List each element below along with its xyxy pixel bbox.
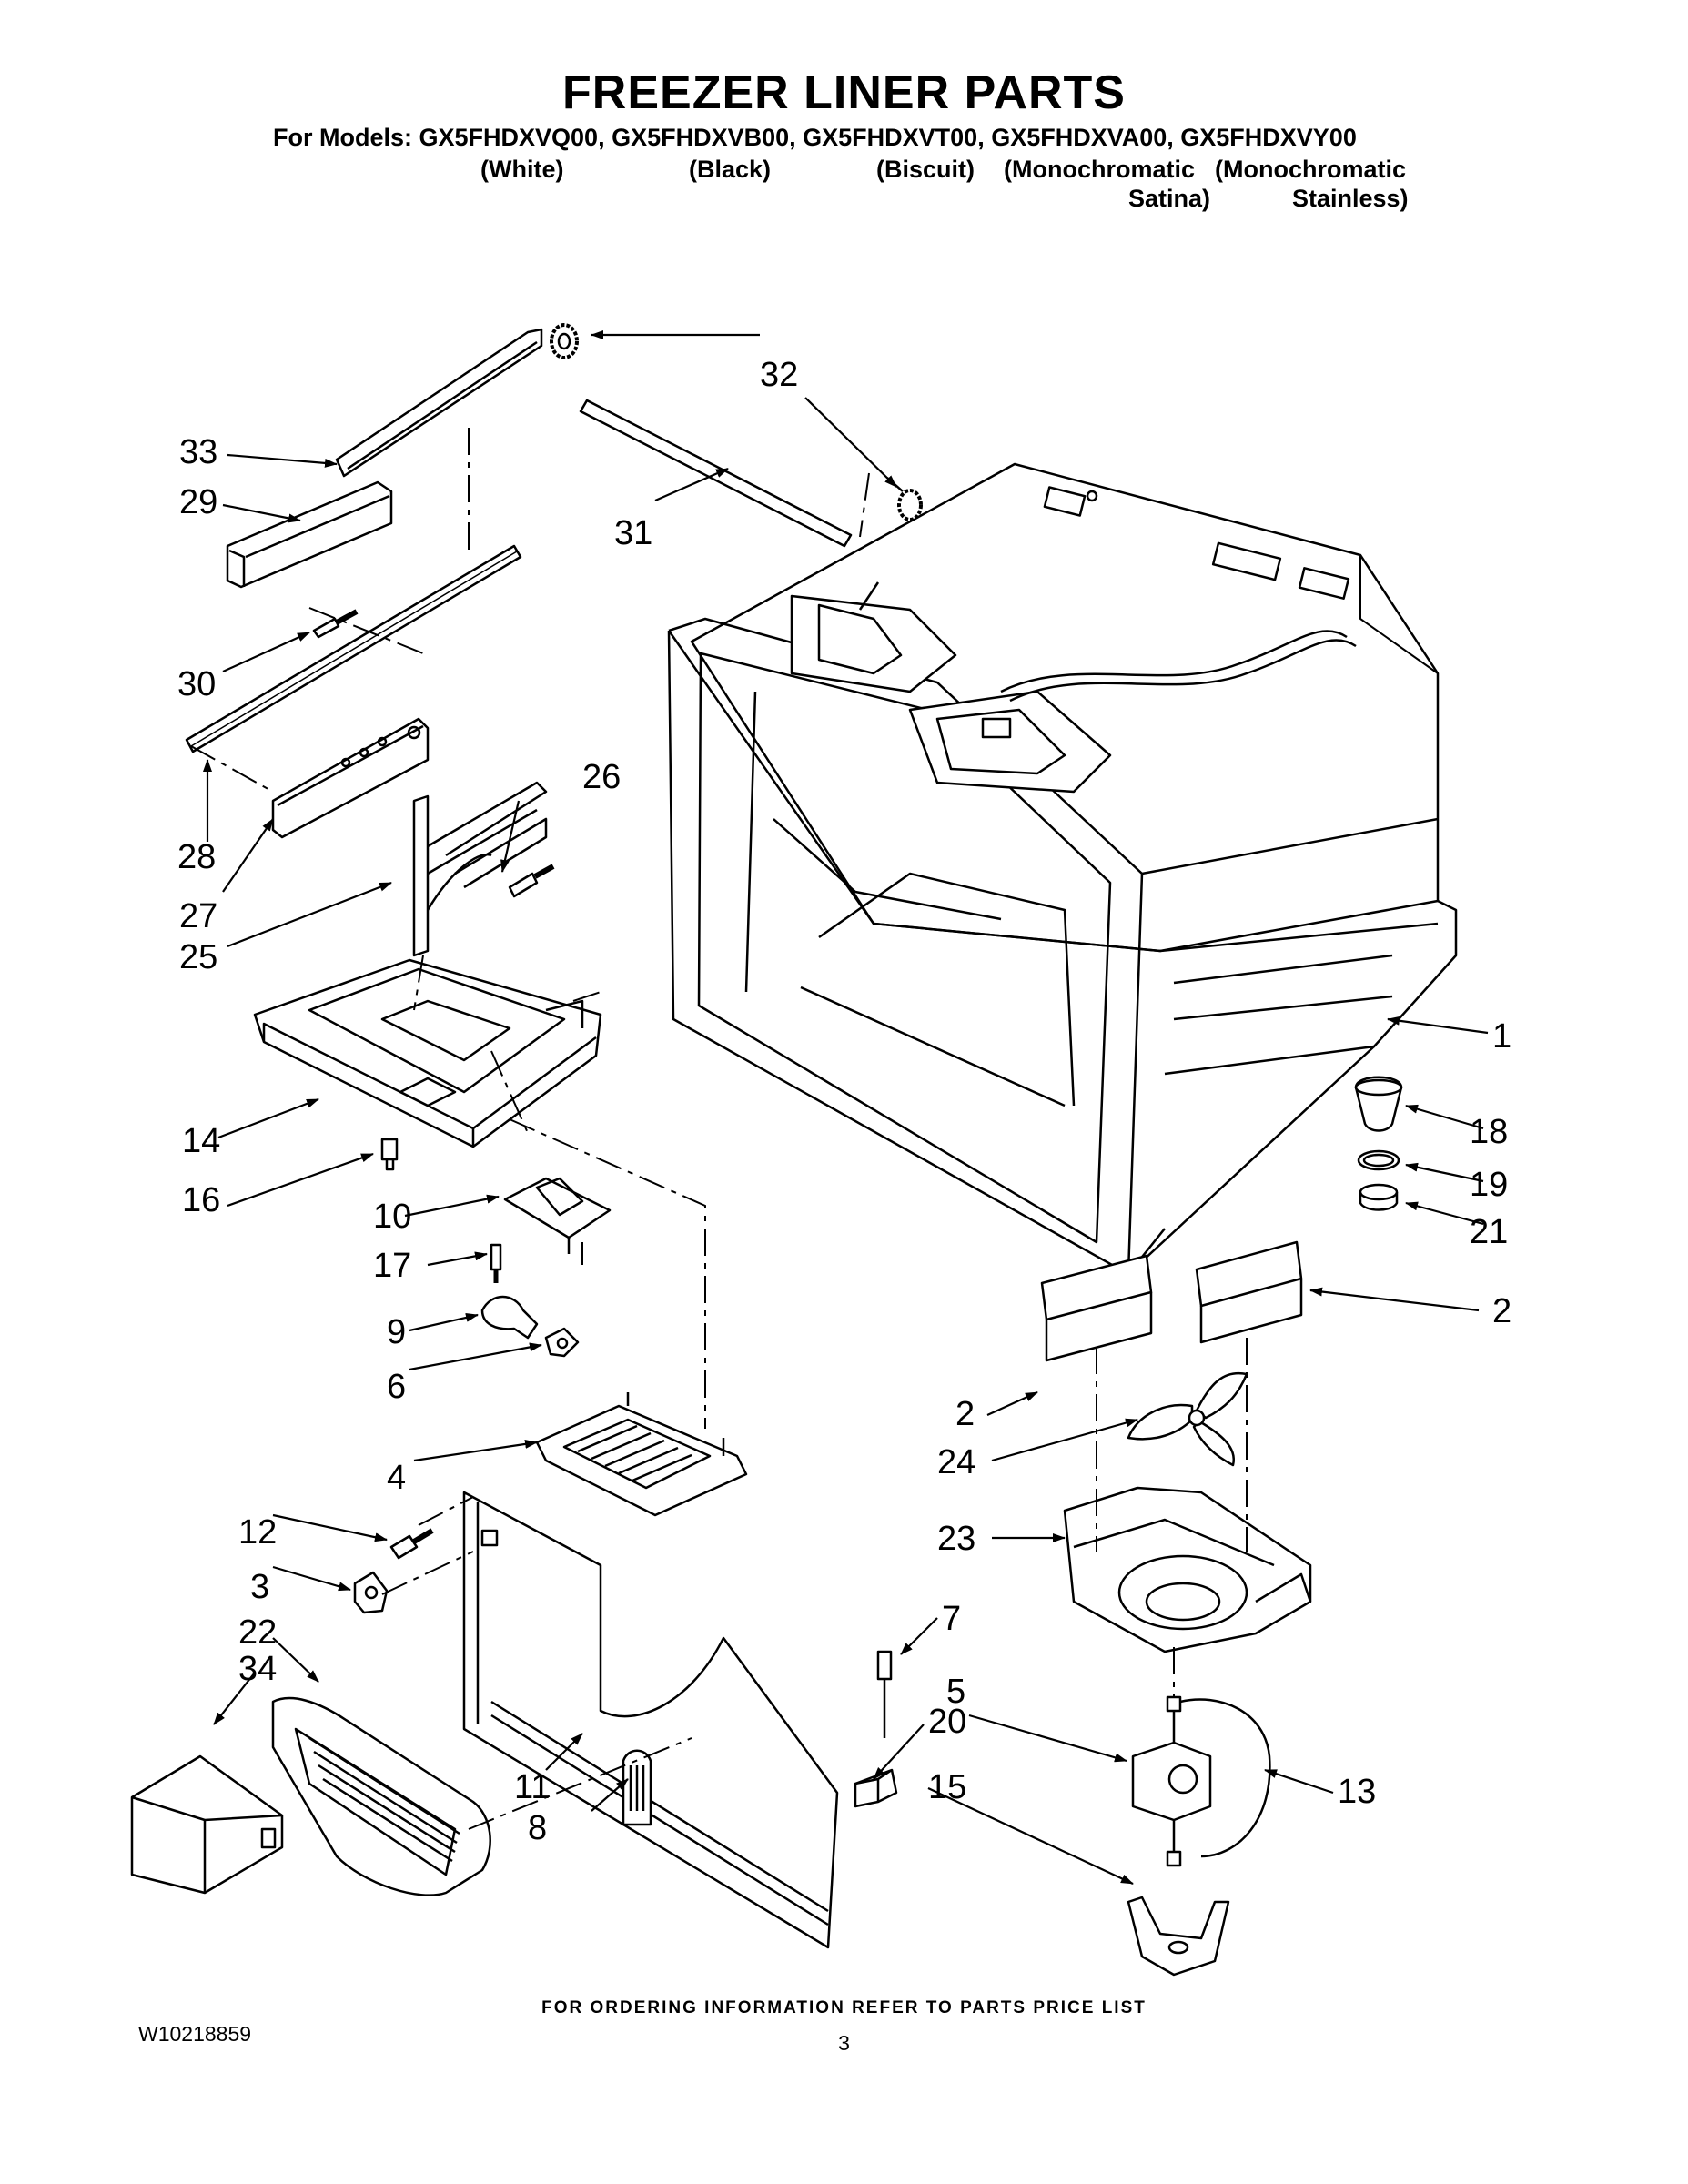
drain-trough: [1354, 1076, 1403, 1132]
alignment-lines: [190, 428, 1248, 1830]
motor-mount-bracket: [1127, 1896, 1230, 1977]
foam-block-right: [1195, 1240, 1303, 1344]
fan-blade: [1127, 1371, 1248, 1467]
page-number: 3: [838, 2031, 850, 2055]
callout-3: 3: [250, 1568, 270, 1606]
leader-lines: [203, 330, 1489, 1885]
air-return-grille: [271, 1696, 491, 1896]
fan-motor: [1131, 1695, 1212, 1867]
evaporator-cover-panel: [462, 1491, 839, 1949]
foam-strip-20: [854, 1768, 898, 1808]
callout-19: 19: [1470, 1166, 1509, 1204]
variant-mono-stainless-2: Stainless): [1292, 185, 1409, 212]
callout-29: 29: [179, 483, 218, 521]
damper-8: [622, 1749, 652, 1826]
screw-17: [490, 1243, 502, 1283]
slide-rail-bracket: [271, 717, 430, 839]
slide-rail: [185, 544, 522, 753]
callout-22: 22: [238, 1613, 278, 1652]
callout-12: 12: [238, 1513, 278, 1552]
callout-30: 30: [177, 665, 217, 703]
callout-28: 28: [177, 838, 217, 876]
callout-27: 27: [179, 897, 218, 935]
wire-harness: [1179, 1698, 1271, 1858]
callout-32: 32: [760, 356, 799, 394]
variant-mono-satina-2: Satina): [1128, 185, 1211, 212]
air-duct-cover: [130, 1754, 284, 1895]
callout-11: 11: [514, 1768, 551, 1806]
fan-shroud: [1063, 1486, 1312, 1653]
screw-12: [389, 1528, 434, 1560]
callout-7: 7: [942, 1600, 962, 1638]
callout-33: 33: [179, 433, 218, 471]
callout-18: 18: [1470, 1113, 1509, 1151]
ordering-note: FOR ORDERING INFORMATION REFER TO PARTS …: [541, 1998, 1147, 2017]
drain-grommet: [1359, 1183, 1399, 1211]
variant-biscuit: (Biscuit): [876, 156, 975, 183]
thermistor: [876, 1650, 893, 1738]
callout-5: 5: [946, 1673, 966, 1711]
callout-31: 31: [614, 514, 653, 552]
callout-8: 8: [528, 1809, 548, 1847]
page-title: FREEZER LINER PARTS: [562, 66, 1126, 119]
callout-10: 10: [373, 1198, 412, 1236]
light-shield-grille: [535, 1392, 748, 1517]
callout-20: 20: [928, 1703, 967, 1741]
callout-26: 26: [582, 758, 622, 796]
light-housing: [503, 1177, 612, 1254]
hinge-bracket-3: [353, 1571, 389, 1614]
slide-rail-cover-front: [226, 480, 393, 589]
auger-motor-tray: [253, 958, 602, 1148]
switch-16: [380, 1138, 399, 1171]
slide-rail-cover: [335, 328, 543, 478]
foam-block-left: [1040, 1254, 1153, 1362]
gear-top: [550, 323, 579, 359]
callout-34: 34: [238, 1650, 278, 1688]
callout-6: 6: [387, 1368, 407, 1406]
variant-mono-stainless-1: (Monochromatic: [1215, 156, 1407, 183]
freezer-liner: [667, 462, 1458, 1276]
callout-17: 17: [373, 1247, 412, 1285]
callout-24: 24: [937, 1443, 976, 1481]
callout-1: 1: [1492, 1017, 1512, 1056]
screw-26: [508, 864, 555, 898]
callout-25: 25: [179, 938, 218, 976]
models-line: For Models: GX5FHDXVQ00, GX5FHDXVB00, GX…: [273, 124, 1357, 151]
variant-black: (Black): [689, 156, 772, 183]
callout-13: 13: [1338, 1773, 1377, 1811]
callout-16: 16: [182, 1181, 221, 1219]
light-bulb: [480, 1295, 539, 1340]
document-number: W10218859: [138, 2022, 252, 2046]
callout-14: 14: [182, 1122, 221, 1160]
callout-2-right: 2: [1492, 1292, 1512, 1330]
callout-23: 23: [937, 1520, 976, 1558]
variant-mono-satina-1: (Monochromatic: [1004, 156, 1196, 183]
screw-30: [312, 609, 359, 639]
callout-4: 4: [387, 1459, 407, 1497]
light-socket: [544, 1327, 580, 1358]
ice-bin-bracket: [412, 781, 548, 957]
callout-21: 21: [1470, 1213, 1509, 1251]
callout-9: 9: [387, 1313, 407, 1351]
callout-15: 15: [928, 1768, 967, 1806]
drain-ring: [1357, 1149, 1400, 1171]
callout-2-left: 2: [955, 1395, 975, 1433]
variant-white: (White): [480, 156, 564, 183]
